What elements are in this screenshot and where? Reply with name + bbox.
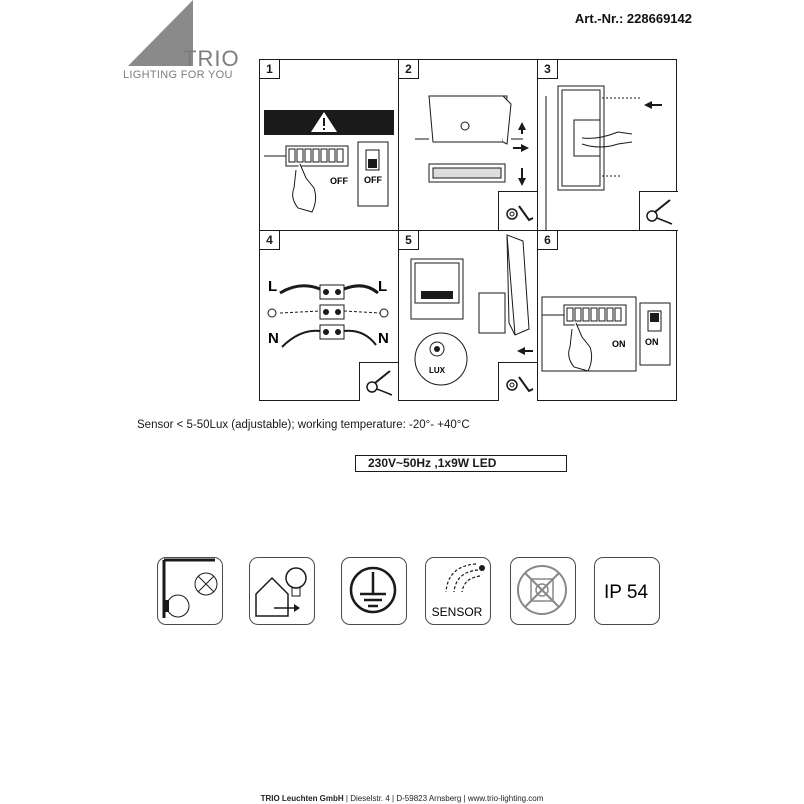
neutral-label-right: N — [378, 330, 389, 347]
screwdriver-icon — [646, 199, 673, 225]
footer-web[interactable]: www.trio-lighting.com — [467, 794, 544, 803]
on-label: ON — [612, 339, 626, 349]
step-panel-4: 4 L L N N — [260, 231, 399, 401]
indoor-outdoor-icon — [249, 557, 315, 625]
step-number: 5 — [399, 231, 419, 250]
screwdriver-icon — [366, 370, 393, 396]
brand-tagline: LIGHTING FOR YOU — [123, 69, 233, 81]
step-panel-3: 3 — [538, 60, 678, 231]
footer-company: TRIO Leuchten GmbH — [260, 794, 344, 803]
spec-box: 230V~50Hz ,1x9W LED — [355, 455, 567, 472]
open-cover-illustration — [415, 95, 529, 186]
sensor-note: Sensor < 5-50Lux (adjustable); working t… — [137, 419, 470, 431]
step-number: 6 — [538, 231, 558, 250]
footer: TRIO Leuchten GmbH | Dieselstr. 4 | D-59… — [260, 794, 544, 803]
article-number: Art.-Nr.: 228669142 — [574, 11, 692, 26]
luminaire-class-icon — [157, 557, 223, 625]
ip-rating-icon: IP 54 — [594, 557, 660, 625]
step-number: 4 — [260, 231, 280, 250]
step-number: 2 — [399, 60, 419, 79]
breaker-on-illustration: ON ON — [541, 296, 671, 372]
protective-earth-icon — [341, 557, 407, 625]
neutral-label-left: N — [268, 330, 279, 347]
breaker-off-illustration: OFF OFF — [264, 110, 394, 213]
allen-key-tool-box — [498, 362, 537, 401]
step-panel-1: 1 OFF OFF — [260, 60, 399, 231]
footer-city: D-59823 Arnsberg — [396, 794, 462, 803]
step-number: 3 — [538, 60, 558, 79]
allen-key-tool-box — [498, 191, 537, 230]
wiring-illustration: L L N N — [267, 278, 389, 348]
screwdriver-tool-box — [639, 191, 678, 230]
no-dimmer-icon — [510, 557, 576, 625]
allen-key-icon — [506, 376, 534, 393]
step-panel-6: 6 ON ON — [538, 231, 678, 401]
sensor-label: SENSOR — [432, 605, 483, 619]
footer-street: Dieselstr. 4 — [350, 794, 390, 803]
step-number: 1 — [260, 60, 280, 79]
instruction-grid: 1 OFF OFF 2 — [259, 59, 678, 401]
step-panel-5: 5 LUX — [399, 231, 538, 401]
sensor-adjust-illustration: LUX — [410, 234, 533, 386]
off-label: OFF — [330, 176, 348, 186]
trio-logo-triangle — [128, 0, 193, 66]
live-label-right: L — [378, 278, 387, 295]
allen-key-icon — [506, 205, 534, 222]
on-label-switch: ON — [645, 337, 659, 347]
sensor-icon: SENSOR — [425, 557, 491, 625]
ip-rating-label: IP 54 — [604, 582, 648, 603]
brand-name: TRIO — [183, 46, 240, 71]
step-panel-2: 2 — [399, 60, 538, 231]
wall-mount-illustration — [545, 85, 662, 231]
live-label-left: L — [268, 278, 277, 295]
screwdriver-tool-box — [359, 362, 398, 401]
lux-label: LUX — [429, 366, 446, 375]
off-label-switch: OFF — [364, 175, 382, 185]
